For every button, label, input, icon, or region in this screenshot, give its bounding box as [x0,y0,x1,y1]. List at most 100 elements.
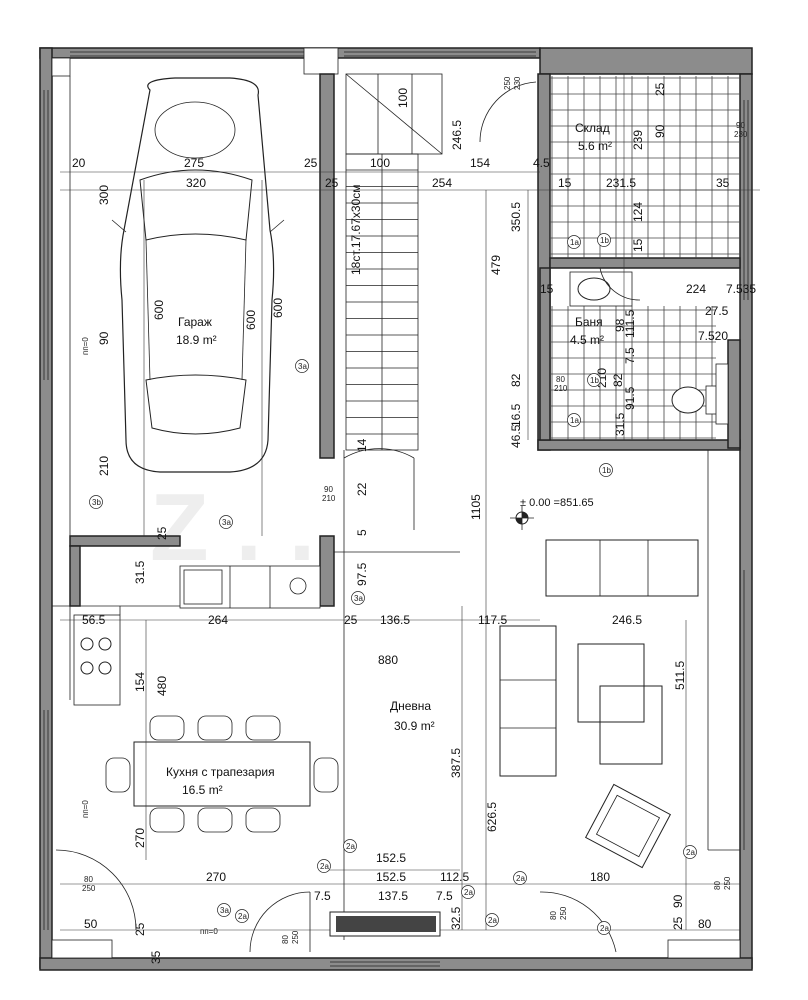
room-labels: Гараж 18.9 m² Склад 5.6 m² Баня 4.5 m² Д… [166,121,612,797]
section-marker [217,903,231,917]
dim-label: 880 [378,653,398,667]
svg-text:80: 80 [713,881,722,890]
kitchen-name: Кухня с трапезария [166,765,275,779]
dim-label: 246.5 [612,613,642,627]
section-marker-label: 2a [600,924,609,933]
svg-text:80: 80 [84,875,93,884]
dim-label: 111.5 [623,309,637,338]
section-marker [89,495,103,509]
dim-label: 50 [84,917,98,931]
dim-label: 22 [355,482,369,496]
storage-area: 5.6 m² [578,139,612,153]
svg-text:80: 80 [281,935,290,944]
dim-label: 32.5 [449,906,463,930]
dim-label: 117.5 [478,613,507,627]
living-area: 30.9 m² [394,719,435,733]
svg-text:210: 210 [554,384,568,393]
section-marker [513,871,527,885]
dim-label: 14 [355,438,369,452]
dim-label: 320 [186,176,206,190]
living-furniture [499,539,699,869]
svg-text:250: 250 [82,884,96,893]
dim-label: 7.5 [623,347,637,364]
floor-levels: пп=0 пп=0 пп=0 [81,337,218,936]
section-marker-label: 1a [570,238,579,247]
section-marker-label: 3a [222,518,231,527]
svg-text:80: 80 [549,911,558,920]
section-marker-label: 3a [220,906,229,915]
dim-label: 137.5 [378,889,408,903]
watermark: Z . . [150,474,315,581]
svg-text:230: 230 [513,76,522,90]
section-marker [599,463,613,477]
dim-label: 7.520 [698,329,728,343]
bath-fixtures [569,271,729,425]
dim-label: 154 [133,672,147,692]
section-marker [587,373,601,387]
dim-label: 387.5 [449,748,463,778]
dim-label: 7.535 [726,282,756,296]
dim-label: 15 [558,176,572,190]
dim-label: 25 [133,922,147,936]
section-marker [219,515,233,529]
dim-label: 16.5 [509,403,523,427]
level-mark: ± 0.00 =851.65 [510,497,594,530]
section-marker-label: 2a [320,862,329,871]
dim-label: 180 [590,870,610,884]
dim-label: 246.5 [450,120,464,150]
living-name: Дневна [390,699,431,713]
dim-label: 80 [698,917,712,931]
dim-label: 152.5 [376,851,406,865]
section-marker [567,413,581,427]
section-marker [351,591,365,605]
kitchen-counter [73,565,321,706]
dim-label: 1105 [469,494,483,520]
section-marker-label: 3a [298,362,307,371]
storage-tiles [550,76,740,440]
svg-text:250: 250 [559,906,568,920]
dimension-labels: 20 275 25 100 154 4.5 320 25 254 15 231.… [72,82,756,964]
interior-walls [69,73,741,607]
dim-label: 90 [653,124,667,138]
section-marker-label: 2a [346,842,355,851]
section-marker-label: 1a [570,416,579,425]
dim-label: 27.5 [705,304,729,318]
section-marker-label: 3b [92,498,101,507]
dim-label: 56.5 [82,613,106,627]
dim-label: 25 [304,156,318,170]
dining-table [105,715,339,833]
dim-label: 15 [631,238,645,252]
section-marker [235,909,249,923]
entry-step [329,911,441,937]
dim-label: 270 [133,828,147,848]
section-marker-label: 1b [590,376,599,385]
svg-text:пп=0: пп=0 [81,337,90,355]
stair-label: 18ст.17.67x30см [349,185,363,275]
svg-text:230: 230 [734,130,748,139]
section-marker-label: 3a [354,594,363,603]
dim-label: 46.5 [509,424,523,448]
dim-label: 626.5 [485,802,499,832]
dim-label: 100 [370,156,390,170]
dim-label: 82 [509,373,523,387]
dim-label: 90 [671,894,685,908]
section-marker [597,921,611,935]
dim-label: 300 [97,185,111,205]
level-mark-text: ± 0.00 =851.65 [520,497,594,509]
section-marker-label: 2a [464,888,473,897]
svg-text:пп=0: пп=0 [200,927,218,936]
dim-label: 91.5 [623,386,637,410]
dim-label: 7.5 [436,889,453,903]
dim-label: 4.5 [533,156,550,170]
dim-label: 90 [97,331,111,345]
dim-label: 511.5 [673,661,687,690]
dim-label: 112.5 [440,870,469,884]
dim-label: 136.5 [380,613,410,627]
dim-label: 254 [432,176,452,190]
car-symbol [111,77,285,473]
section-marker [343,839,357,853]
dim-label: 25 [671,916,685,930]
svg-text:250: 250 [503,76,512,90]
dim-label: 98 [613,318,627,332]
garage-area: 18.9 m² [176,333,217,347]
